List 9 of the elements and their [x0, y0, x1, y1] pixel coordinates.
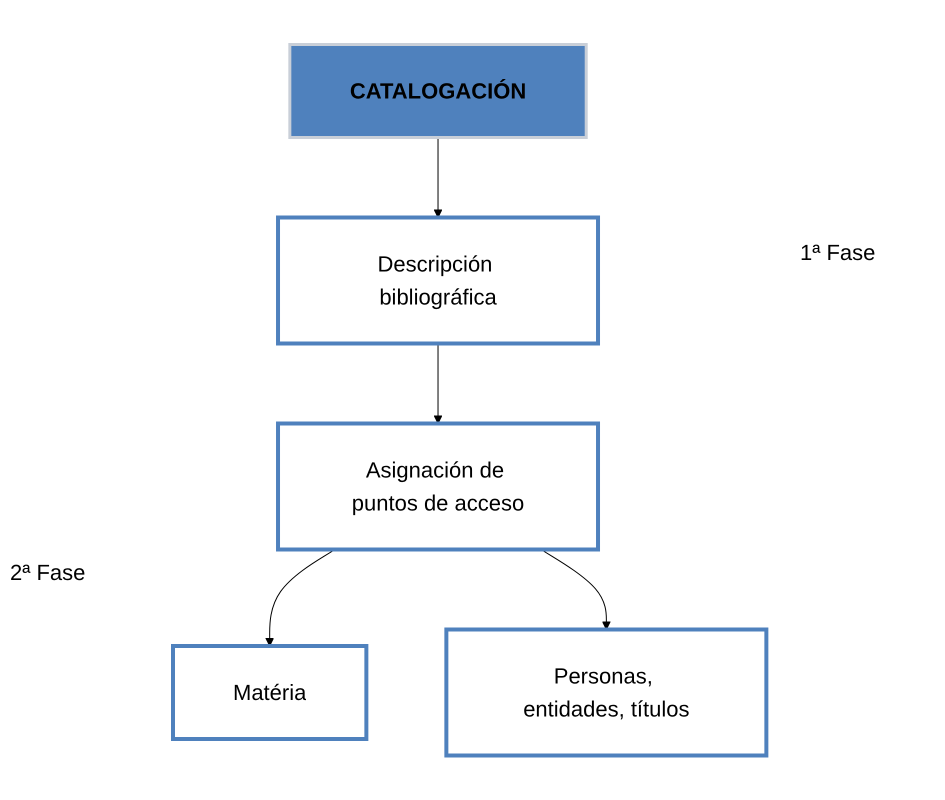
- arrow: [434, 343, 443, 424]
- phase-label: 1ª Fase: [800, 240, 876, 266]
- node-box: Descripción bibliográfica: [276, 216, 600, 346]
- node-box: Asignación de puntos de acceso: [276, 422, 600, 552]
- arrow: [434, 137, 443, 218]
- phase-label: 2ª Fase: [10, 560, 86, 586]
- node-box: CATALOGACIÓN: [288, 43, 588, 139]
- node-box: Matéria: [171, 644, 369, 741]
- node-box: Personas, entidades, títulos: [444, 628, 769, 758]
